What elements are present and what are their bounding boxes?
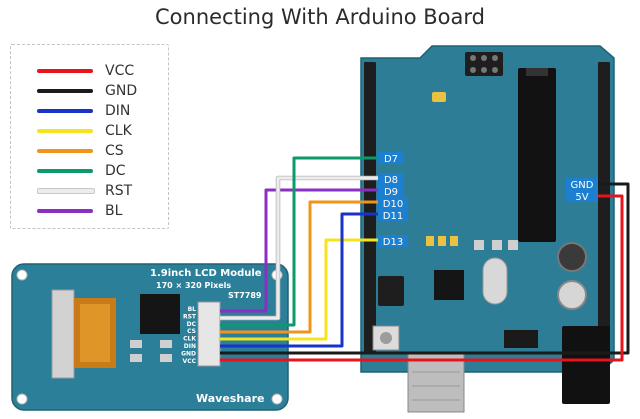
lcd-pin-dc: DC xyxy=(187,321,197,328)
wire-gnd xyxy=(220,182,630,355)
lcd-title: 1.9inch LCD Module xyxy=(150,268,262,279)
lcd-pin-rst: RST xyxy=(183,313,197,320)
arduino-pin-d10: D10 xyxy=(383,199,403,210)
pin-label-bg xyxy=(378,185,404,197)
legend-swatch xyxy=(37,69,93,73)
lcd-pin-bl: BL xyxy=(188,306,197,313)
wires xyxy=(220,156,630,362)
lcd-driver-chip xyxy=(140,294,180,334)
legend-label: CS xyxy=(105,143,124,159)
smd-component xyxy=(426,236,434,246)
arduino-pin-gnd: GND xyxy=(571,180,594,191)
legend-item-din: DIN xyxy=(33,101,163,121)
lcd-resolution: 170 × 320 Pixels xyxy=(156,281,231,290)
smd-component xyxy=(438,236,446,246)
pin-label-bg xyxy=(378,209,408,221)
page-title: Connecting With Arduino Board xyxy=(155,5,485,29)
pin-label-bg xyxy=(378,197,408,209)
arduino-pin-5v: 5V xyxy=(575,192,588,203)
lcd-brand: Waveshare xyxy=(196,392,264,405)
legend-swatch xyxy=(37,89,93,93)
wire-dc xyxy=(220,156,378,327)
legend-swatch xyxy=(37,149,93,153)
smd-component xyxy=(508,240,518,250)
legend-label: DC xyxy=(105,163,126,179)
smd-component xyxy=(492,240,502,250)
lcd-pin-vcc: VCC xyxy=(183,358,197,365)
legend-swatch xyxy=(37,169,93,173)
wire-clk xyxy=(220,238,378,341)
fpc-connector xyxy=(51,289,75,379)
arduino-pin-d9: D9 xyxy=(384,187,398,198)
atmega-chip xyxy=(518,68,556,242)
capacitor xyxy=(557,280,587,310)
legend-item-vcc: VCC xyxy=(33,61,163,81)
legend-item-cs: CS xyxy=(33,141,163,161)
arduino-top-header xyxy=(364,62,376,354)
arduino-pin-d11: D11 xyxy=(383,211,403,222)
legend-swatch xyxy=(37,188,95,194)
legend-label: CLK xyxy=(105,123,132,139)
wire-rst xyxy=(220,176,378,320)
smd-component xyxy=(450,236,458,246)
legend-label: BL xyxy=(105,203,123,219)
arduino-pin-d7: D7 xyxy=(384,154,398,165)
legend-label: DIN xyxy=(105,103,131,119)
legend-label: RST xyxy=(105,183,133,199)
wire-bl xyxy=(220,188,378,313)
voltage-regulator xyxy=(504,330,538,348)
smd-component xyxy=(474,240,484,250)
legend-swatch xyxy=(37,129,93,133)
legend-label: VCC xyxy=(105,63,135,79)
crystal-oscillator xyxy=(482,257,508,305)
lcd-driver: ST7789 xyxy=(228,291,262,300)
lcd-module xyxy=(11,263,289,411)
legend-item-dc: DC xyxy=(33,161,163,181)
capacitor xyxy=(557,242,587,272)
lcd-pin-header xyxy=(197,301,221,367)
wire-vcc xyxy=(220,194,624,362)
smd-component xyxy=(432,92,446,102)
wire-color-legend: VCC GND DIN CLK CS DC RST BL xyxy=(10,44,169,229)
legend-swatch xyxy=(37,209,93,213)
wire-din xyxy=(220,212,378,348)
legend-item-clk: CLK xyxy=(33,121,163,141)
lcd-pin-clk: CLK xyxy=(183,336,196,343)
legend-label: GND xyxy=(105,83,138,99)
pin-label-bg xyxy=(378,173,404,185)
arduino-pin-d8: D8 xyxy=(384,175,398,186)
legend-item-rst: RST xyxy=(33,181,163,201)
arduino-right-header xyxy=(598,62,610,354)
lcd-texts: 1.9inch LCD Module 170 × 320 PixelsST7789… xyxy=(150,268,264,405)
legend-item-bl: BL xyxy=(33,201,163,221)
usb-chip xyxy=(434,270,464,300)
icsp2-header xyxy=(378,276,404,306)
arduino-board xyxy=(360,45,615,413)
usb-connector xyxy=(407,351,465,413)
legend-item-gnd: GND xyxy=(33,81,163,101)
pin-label-bg xyxy=(378,152,404,164)
legend-swatch xyxy=(37,109,93,113)
pin-label-bg xyxy=(378,235,408,247)
pin-label-bg xyxy=(566,190,598,202)
wire-cs xyxy=(220,200,378,334)
lcd-pin-cs: CS xyxy=(187,328,196,335)
power-jack xyxy=(562,326,610,404)
lcd-pin-gnd: GND xyxy=(181,350,196,357)
arduino-pin-d13: D13 xyxy=(383,237,403,248)
pin-label-bg xyxy=(566,178,598,190)
lcd-pin-din: DIN xyxy=(184,343,196,350)
